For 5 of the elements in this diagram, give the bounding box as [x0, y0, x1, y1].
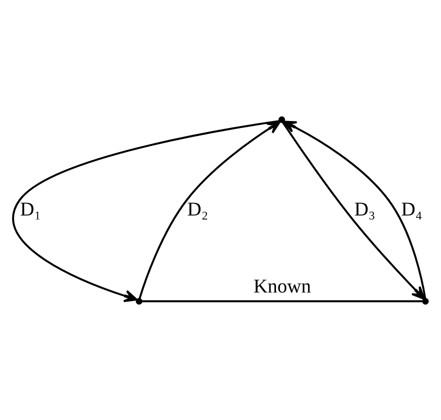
edge-label: D₁	[20, 198, 42, 220]
edge-label: Known	[254, 276, 312, 297]
edge-label: D₄	[401, 198, 422, 220]
edge-label: D₂	[187, 198, 208, 220]
edge-label: D₃	[354, 198, 376, 220]
